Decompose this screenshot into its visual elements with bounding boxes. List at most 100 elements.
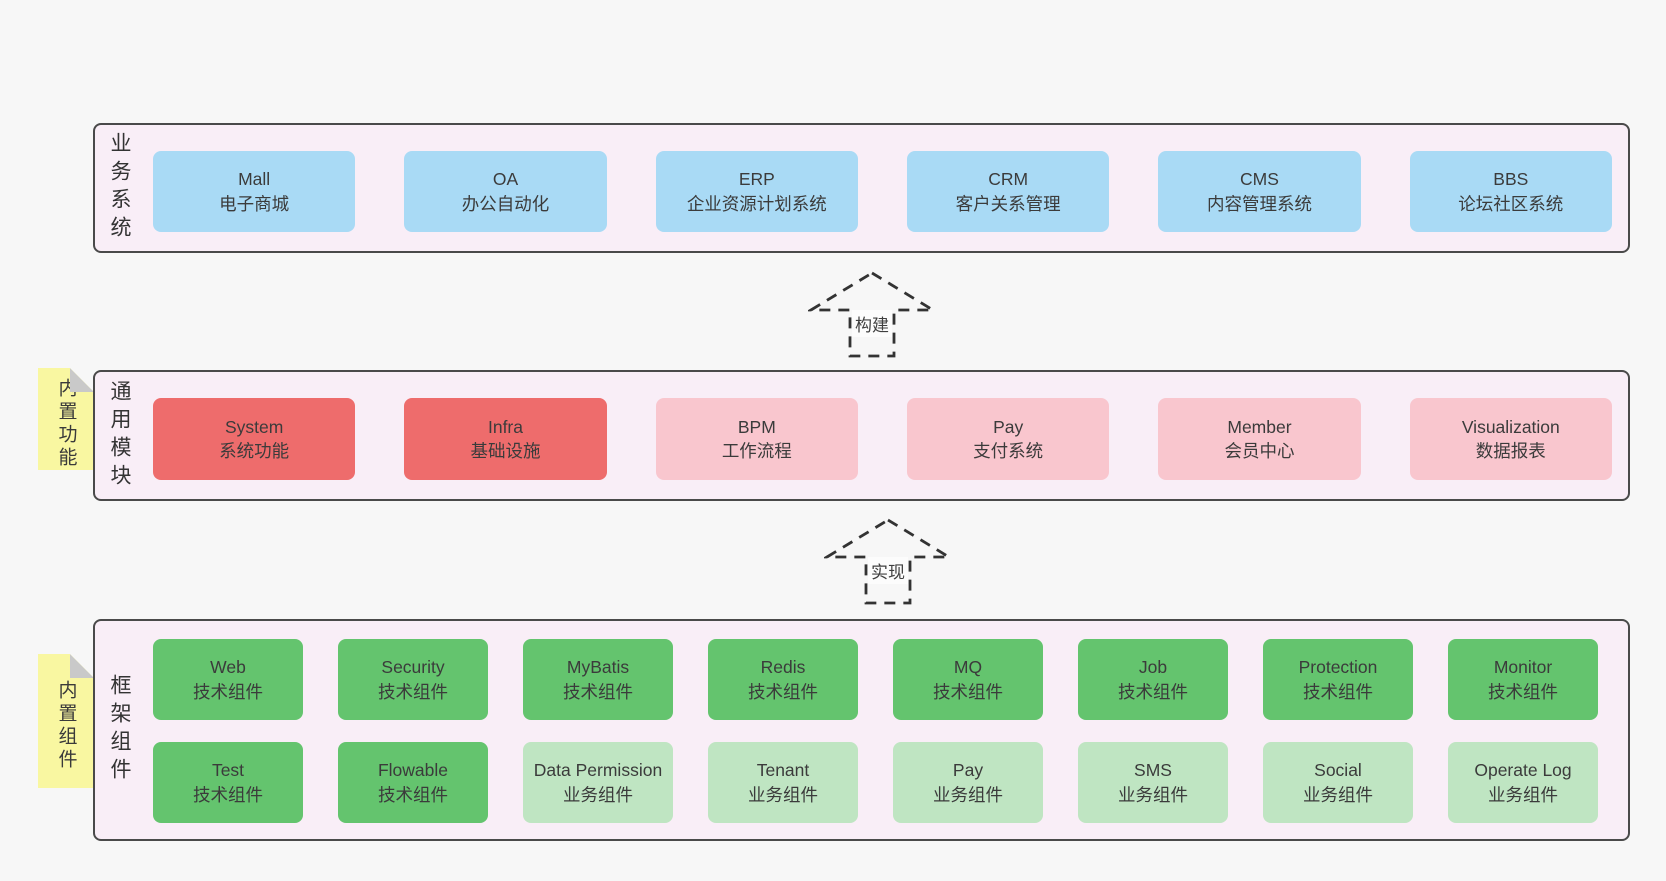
box-subtitle: 技术组件 — [378, 681, 448, 702]
framework-row-1: Web 技术组件 Security 技术组件 MyBatis 技术组件 Redi… — [153, 639, 1598, 720]
box-subtitle: 业务组件 — [563, 784, 633, 805]
box-subtitle: 企业资源计划系统 — [686, 193, 827, 214]
box-mall: Mall 电子商城 — [153, 151, 356, 232]
framework-components-panel: 框架组件 Web 技术组件 Security 技术组件 MyBatis 技术组件… — [93, 619, 1630, 841]
folded-corner-icon — [70, 368, 94, 392]
box-sms: SMS 业务组件 — [1078, 742, 1228, 823]
framework-components-label: 框架组件 — [108, 674, 131, 786]
box-subtitle: 会员中心 — [1224, 441, 1295, 461]
box-subtitle: 支付系统 — [973, 441, 1044, 461]
box-operate-log: Operate Log 业务组件 — [1448, 742, 1598, 823]
box-flowable: Flowable 技术组件 — [338, 742, 488, 823]
box-subtitle: 论坛社区系统 — [1458, 193, 1564, 214]
box-title: Visualization — [1461, 416, 1560, 437]
box-subtitle: 基础设施 — [470, 441, 541, 461]
build-arrow-label: 构建 — [852, 310, 892, 337]
box-infra: Infra 基础设施 — [404, 398, 607, 480]
box-subtitle: 内容管理系统 — [1206, 193, 1312, 214]
box-system: System 系统功能 — [153, 398, 356, 480]
box-title: Flowable — [377, 760, 449, 781]
box-title: Monitor — [1493, 657, 1553, 678]
box-tenant: Tenant 业务组件 — [708, 742, 858, 823]
box-subtitle: 业务组件 — [748, 784, 818, 805]
box-title: MQ — [953, 657, 983, 678]
box-subtitle: 技术组件 — [748, 681, 818, 702]
box-mq: MQ 技术组件 — [893, 639, 1043, 720]
box-erp: ERP 企业资源计划系统 — [655, 151, 858, 232]
box-subtitle: 技术组件 — [193, 681, 263, 702]
box-subtitle: 业务组件 — [1303, 784, 1373, 805]
built-in-components-tab-label: 内置组件 — [55, 680, 77, 772]
box-title: Pay — [952, 760, 984, 781]
box-title: CMS — [1240, 169, 1279, 190]
box-title: Operate Log — [1474, 760, 1572, 781]
box-subtitle: 技术组件 — [1118, 681, 1188, 702]
box-social: Social 业务组件 — [1263, 742, 1413, 823]
box-web: Web 技术组件 — [153, 639, 303, 720]
box-oa: OA 办公自动化 — [404, 151, 607, 232]
box-subtitle: 电子商城 — [219, 193, 290, 214]
box-test: Test 技术组件 — [153, 742, 303, 823]
folded-corner-icon — [70, 654, 94, 678]
common-modules-box-row: System 系统功能 Infra 基础设施 BPM 工作流程 Pay 支付系统… — [153, 398, 1612, 480]
box-subtitle: 业务组件 — [933, 784, 1003, 805]
box-title: CRM — [988, 169, 1029, 190]
box-title: Data Permission — [533, 760, 663, 781]
box-title: Member — [1227, 416, 1292, 437]
business-systems-panel: 业务系统 Mall 电子商城 OA 办公自动化 ERP 企业资源计划系统 CRM… — [93, 123, 1630, 253]
business-systems-label: 业务系统 — [108, 132, 131, 244]
box-subtitle: 技术组件 — [1488, 681, 1558, 702]
box-security: Security 技术组件 — [338, 639, 488, 720]
implement-arrow-label: 实现 — [868, 557, 908, 584]
box-subtitle: 技术组件 — [1303, 681, 1373, 702]
box-crm: CRM 客户关系管理 — [906, 151, 1110, 232]
framework-components-grid: Web 技术组件 Security 技术组件 MyBatis 技术组件 Redi… — [153, 639, 1598, 823]
box-title: OA — [492, 169, 519, 190]
box-subtitle: 业务组件 — [1488, 784, 1558, 805]
box-title: Protection — [1298, 657, 1378, 678]
box-title: Mall — [238, 169, 271, 190]
box-title: Web — [210, 657, 246, 678]
box-title: BBS — [1493, 169, 1529, 190]
framework-row-2: Test 技术组件 Flowable 技术组件 Data Permission … — [153, 742, 1598, 823]
box-member: Member 会员中心 — [1158, 398, 1361, 480]
built-in-components-tab: 内置组件 — [38, 654, 94, 788]
arrow-up-icon — [824, 518, 952, 605]
box-job: Job 技术组件 — [1078, 639, 1228, 720]
box-subtitle: 业务组件 — [1118, 784, 1188, 805]
box-title: Pay — [993, 416, 1024, 437]
common-modules-label: 通用模块 — [108, 379, 131, 492]
box-title: Security — [381, 657, 445, 678]
box-protection: Protection 技术组件 — [1263, 639, 1413, 720]
box-mybatis: MyBatis 技术组件 — [523, 639, 673, 720]
arrow-up-icon — [808, 271, 936, 358]
business-systems-box-row: Mall 电子商城 OA 办公自动化 ERP 企业资源计划系统 CRM 客户关系… — [153, 151, 1612, 232]
box-title: BPM — [737, 416, 776, 437]
box-cms: CMS 内容管理系统 — [1158, 151, 1361, 232]
box-title: Redis — [760, 657, 806, 678]
box-title: Tenant — [756, 760, 810, 781]
box-bbs: BBS 论坛社区系统 — [1409, 151, 1612, 232]
box-data-permission: Data Permission 业务组件 — [523, 742, 673, 823]
implement-arrow: 实现 — [824, 517, 952, 607]
box-title: ERP — [738, 169, 775, 190]
box-subtitle: 系统功能 — [219, 441, 290, 461]
build-arrow: 构建 — [808, 270, 936, 360]
box-pay: Pay 支付系统 — [906, 398, 1110, 480]
box-pay-component: Pay 业务组件 — [893, 742, 1043, 823]
box-subtitle: 客户关系管理 — [955, 193, 1061, 214]
box-subtitle: 技术组件 — [563, 681, 633, 702]
box-title: Job — [1138, 657, 1168, 678]
box-title: MyBatis — [566, 657, 630, 678]
common-modules-panel: 通用模块 System 系统功能 Infra 基础设施 BPM 工作流程 Pay… — [93, 370, 1630, 501]
box-subtitle: 工作流程 — [721, 441, 792, 461]
box-subtitle: 数据报表 — [1475, 441, 1546, 461]
box-title: Test — [211, 760, 245, 781]
box-subtitle: 技术组件 — [378, 784, 448, 805]
box-title: Infra — [487, 416, 523, 437]
box-bpm: BPM 工作流程 — [655, 398, 858, 480]
box-subtitle: 办公自动化 — [461, 193, 550, 214]
box-monitor: Monitor 技术组件 — [1448, 639, 1598, 720]
box-visualization: Visualization 数据报表 — [1409, 398, 1612, 480]
box-title: Social — [1314, 760, 1362, 781]
